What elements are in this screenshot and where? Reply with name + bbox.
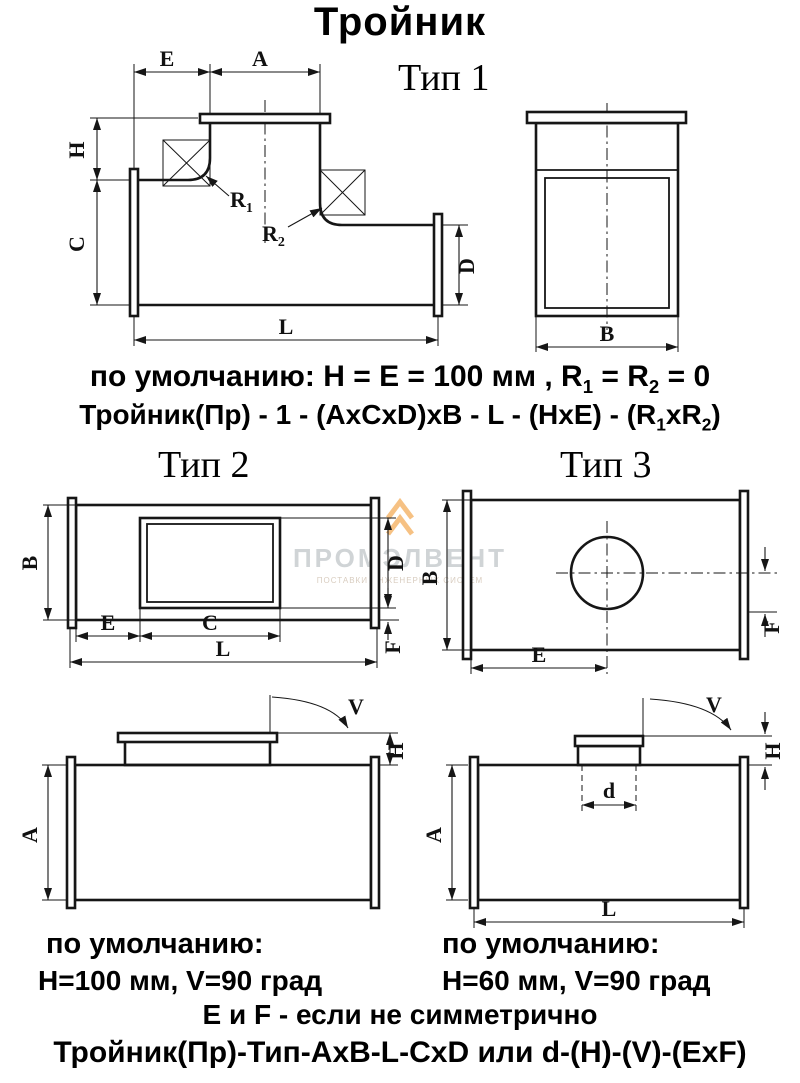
dim-label-a: A [421,827,446,843]
dim-label-h: H [64,141,89,158]
type2-side-view-drawing: V H A [17,694,408,910]
dim-label-l: L [279,314,294,339]
dim-label-h: H [760,742,785,759]
dim-label-v: V [706,692,722,717]
dim-label-d-small: d [603,778,615,803]
dim-label-r2: R2 [262,221,285,250]
type1-side-view-drawing: E A H C R1 R2 D L [64,46,479,346]
dim-label-e: E [160,46,175,71]
universal-designation-formula: Тройник(Пр)-Тип-АхВ-L-СхD или d-(H)-(V)-… [53,1036,747,1069]
dim-label-a: A [17,827,42,843]
type2-top-view-drawing: B D F E C L [17,496,408,668]
dim-label-c: C [202,610,218,635]
type2-label: Тип 2 [158,444,250,486]
dim-label-b: B [417,570,442,585]
dim-label-l: L [602,896,617,921]
type1-designation-formula: Тройник(Пр) - 1 - (AхCхD)хB - L - (HхE) … [79,399,721,435]
type1-end-view-drawing: B [525,103,688,352]
dim-label-v: V [348,694,364,719]
type1-label: Тип 1 [398,57,490,99]
type3-label: Тип 3 [560,444,652,486]
dim-label-a: A [252,46,268,71]
dim-label-d: D [454,258,479,274]
dim-label-b: B [17,555,42,570]
dim-label-b: B [600,321,615,346]
dim-label-r1: R1 [230,187,253,216]
dim-label-h: H [383,742,408,759]
dim-label-e: E [101,610,116,635]
type3-side-view-drawing: d V H A L [421,692,785,928]
dim-label-l: L [216,636,231,661]
type3-top-view-drawing: B F E [417,489,784,674]
page-title: Тройник [313,0,487,44]
dim-label-f: F [380,640,405,653]
type2-defaults-value: H=100 мм, V=90 град [38,965,323,996]
type3-defaults-title: по умолчанию: [442,928,660,960]
watermark-tagline: ПОСТАВКИ ИНЖЕНЕРНЫХ СИСТЕМ [316,576,484,585]
dim-label-d: D [383,555,408,571]
dim-label-f: F [759,620,784,633]
type3-defaults-value: H=60 мм, V=90 град [442,965,711,996]
asymmetry-note: Е и F - если не симметрично [202,999,598,1030]
type2-defaults-title: по умолчанию: [46,928,264,960]
dim-label-e: E [532,642,547,667]
type1-defaults-line: по умолчанию: H = E = 100 мм , R1 = R2 =… [89,360,711,397]
dim-label-c: C [64,236,89,252]
